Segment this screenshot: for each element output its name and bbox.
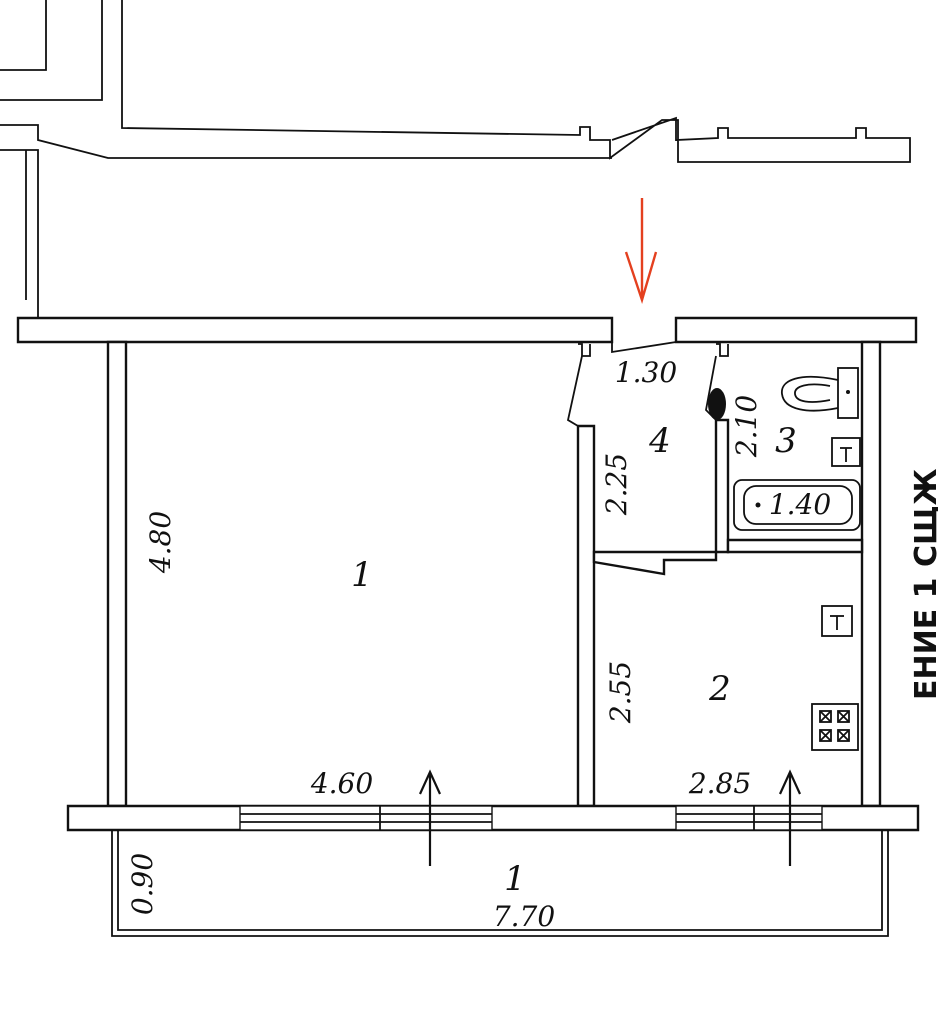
door-jamb-mark xyxy=(708,388,726,420)
bathtub-icon xyxy=(733,479,861,531)
corridor-walls xyxy=(0,0,911,318)
sink-icon xyxy=(831,437,861,467)
window-right xyxy=(675,805,823,831)
room2-width-dim: 2.85 xyxy=(688,767,751,800)
balcony-depth-dim: 0.90 xyxy=(126,853,159,915)
corridor-wall xyxy=(16,316,918,354)
apartment-walls xyxy=(106,340,882,808)
balcony-label: 1 xyxy=(504,859,526,899)
window-arrow-icon xyxy=(418,769,442,866)
kitchen-sink-icon xyxy=(821,605,853,637)
exterior-wall xyxy=(66,804,920,832)
toilet-icon xyxy=(781,367,859,419)
window-left xyxy=(239,805,493,831)
room1-depth-dim: 4.80 xyxy=(144,511,177,574)
room1-width-dim: 4.60 xyxy=(310,767,373,800)
bath-width-dim: 1.40 xyxy=(769,488,831,521)
room-2-label: 2 xyxy=(708,669,731,709)
stove-icon xyxy=(811,703,859,751)
room-3-label: 3 xyxy=(775,421,797,461)
side-text: ЕНИЕ 1 СЩЖ xyxy=(909,468,938,700)
balcony-length-dim: 7.70 xyxy=(493,900,555,933)
hall-depth-dim: 2.25 xyxy=(600,453,633,516)
balcony xyxy=(111,830,889,937)
hall-width-dim: 1.30 xyxy=(615,356,677,389)
entry-arrow-icon xyxy=(624,198,658,305)
room-4-label: 4 xyxy=(648,421,671,461)
room-1-label: 1 xyxy=(351,555,373,595)
bath-depth-dim: 2.10 xyxy=(730,395,763,458)
room2-depth-dim: 2.55 xyxy=(604,661,637,724)
window-arrow-icon-2 xyxy=(778,769,802,866)
